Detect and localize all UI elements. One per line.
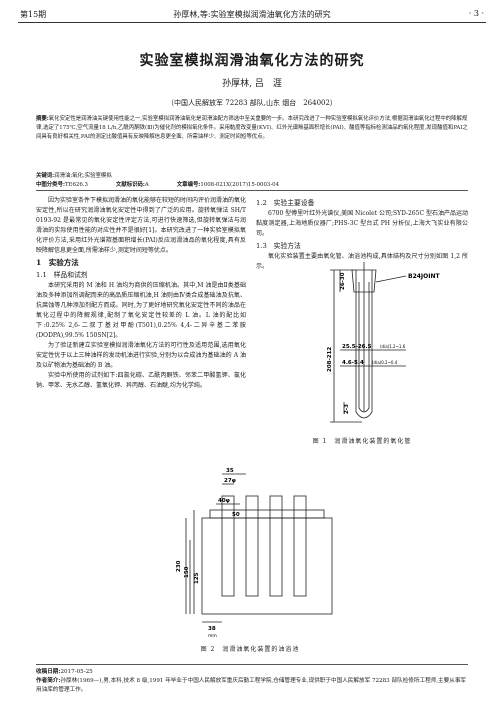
- authors: 孙厚林, 吕 涯: [222, 79, 282, 89]
- subsection-heading: 1.3 实验方法: [256, 242, 301, 250]
- paragraph: 实验中所使用的试剂如下:四氯化碳、乙酰丙酮铁、邻苯二甲酸氢钾、氯化钠、甲苯、无水…: [36, 372, 246, 389]
- dim-label: 27φ: [224, 478, 236, 484]
- dim-label: 125: [194, 572, 200, 584]
- received-date: 收稿日期:2017-05-25: [36, 669, 93, 675]
- paper-title: 实验室模拟润滑油氧化方法的研究: [139, 53, 365, 69]
- dim-label: 208-212: [327, 347, 333, 372]
- page-number: · 3 ·: [468, 9, 484, 18]
- dim-label: 2-3: [344, 404, 350, 414]
- oil-bath-diagram: 35 27φ 40φ 50 230 150 125 38 mm: [176, 468, 333, 639]
- figure-caption: 图 1 润滑油氧化装置的氧化管: [312, 438, 412, 445]
- oxidation-tube-diagram: B24JOINT 25.5-26.5 (dia)1.2~1.6 4.6-5.4 …: [327, 262, 441, 423]
- dim-label: 40φ: [218, 498, 230, 504]
- unit-label: mm: [208, 634, 217, 639]
- paragraph: 本研究采用的 M 油和 H 油均为商供的压缩机油。其中,M 油是由Ⅱ类基础油及多…: [36, 282, 246, 339]
- keywords-label: 关键词:: [36, 173, 55, 179]
- abstract-label: 摘要:: [36, 116, 49, 122]
- abstract-text: 氧化安定性是润滑油关键使用性能之一,实验室模拟润滑油氧化是润滑油配方筛选中至关重…: [36, 116, 468, 140]
- dim-label: (dia)1.2~1.6: [380, 344, 406, 349]
- dim-label: 38: [208, 626, 216, 632]
- subsection-heading: 1.2 实验主要设备: [256, 199, 315, 207]
- dim-label: 25.5-26.5: [342, 344, 372, 350]
- intro-paragraph: 因为实验室条件下模拟润滑油的氧化能够在较短的时间内评价润滑油的氧化安定性,所以在…: [36, 197, 247, 254]
- figure-1: B24JOINT 25.5-26.5 (dia)1.2~1.6 4.6-5.4 …: [256, 262, 468, 448]
- paragraph: 为了验证新建立实验室模拟润滑油氧化方法的可行性及适用范围,选用氧化安定性优于以上…: [36, 342, 246, 369]
- paragraph: 6700 型傅里叶红外光谱仪,美国 Nicolet 公司;SYD-265C 型石…: [256, 210, 468, 237]
- clc-number: 中图分类号:TE626.3: [36, 182, 88, 188]
- left-column: 因为实验室条件下模拟润滑油的氧化能够在较短的时间内评价润滑油的氧化安定性,所以在…: [36, 196, 246, 391]
- figure-caption: 图 2 润滑油氧化装置的油浴池: [200, 646, 300, 653]
- keywords: 关键词:润滑油;氧化;实验室模拟: [36, 171, 468, 179]
- issue-number: 第15期: [20, 10, 47, 19]
- dim-label: 50: [232, 512, 240, 518]
- footnote: 收稿日期:2017-05-25 作者简介:孙厚林(1969—),男,本科,技术 …: [36, 664, 468, 695]
- dim-label: 150: [184, 566, 190, 578]
- dim-label: (dia)0.2~0.4: [372, 360, 398, 365]
- dim-label: 4.6-5.4: [342, 360, 364, 366]
- figure-2: 35 27φ 40φ 50 230 150 125 38 mm 图 2 润滑油氧…: [150, 460, 350, 656]
- running-header: 第15期 孙厚林,等:实验室模拟润滑油氧化方法的研究 · 3 ·: [18, 6, 486, 23]
- article-number: 文章编号:1008-021X(2017)15-0003-04: [176, 182, 280, 188]
- dim-label: 230: [176, 560, 182, 572]
- subsection-heading: 1.1 样品和试剂: [36, 271, 88, 279]
- dim-label: 35: [226, 468, 234, 474]
- author-bio: 作者简介:孙厚林(1969—),男,本科,技术 8 级,1991 年毕业于中国人…: [36, 678, 467, 693]
- right-column: 1.2 实验主要设备 6700 型傅里叶红外光谱仪,美国 Nicolet 公司;…: [256, 196, 468, 272]
- joint-label: B24JOINT: [408, 273, 441, 280]
- dim-label: 26-30: [340, 272, 346, 290]
- affiliation: （中国人民解放军 72283 部队,山东 烟台 264002）: [167, 99, 337, 107]
- section-heading: 1 实验方法: [36, 258, 79, 267]
- abstract: 摘要:氧化安定性是润滑油关键使用性能之一,实验室模拟润滑油氧化是润滑油配方筛选中…: [36, 115, 468, 142]
- paragraph: 氧化实验装置主要由氧化管、油浴池构成,具体结构及尺寸分别如图 1,2 所示。: [256, 253, 468, 270]
- keywords-text: 润滑油;氧化;实验室模拟: [54, 173, 112, 179]
- divider: [36, 190, 468, 191]
- classification-row: 中图分类号:TE626.3 文献标识码:A 文章编号:1008-021X(201…: [36, 180, 468, 188]
- running-title: 孙厚林,等:实验室模拟润滑油氧化方法的研究: [173, 10, 331, 19]
- doc-code: 文献标识码:A: [115, 182, 149, 188]
